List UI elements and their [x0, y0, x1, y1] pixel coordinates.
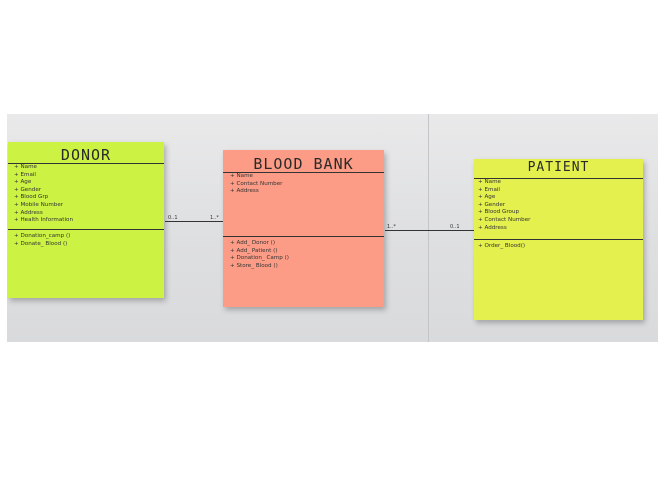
member-item: + Donation_camp () [14, 233, 71, 239]
class-patient-divider-1 [474, 178, 643, 179]
class-donor-divider-1 [8, 163, 164, 164]
member-item: + Address [478, 224, 507, 231]
association-donor-bank-to-multiplicity: 1..* [210, 215, 219, 221]
member-item: + Age [14, 179, 32, 186]
member-item: + Gender [14, 186, 42, 193]
member-item: + Name [478, 179, 501, 185]
association-bank-patient-to-multiplicity: 0..1 [450, 224, 460, 230]
class-patient-methods: + Order_ Blood() [478, 243, 525, 251]
member-item: + Mobile Number [14, 201, 64, 208]
class-blood-bank-attributes: + Name+ Contact Number+ Address [230, 173, 282, 196]
member-item: + Name [14, 164, 37, 170]
member-item: + Email [478, 186, 500, 193]
member-item: + Age [478, 194, 496, 201]
member-item: + Health Information [14, 217, 73, 224]
member-item: + Add_ Patient () [230, 247, 278, 254]
class-patient-attributes: + Name+ Email+ Age+ Gender+ Blood Group+… [478, 179, 530, 232]
member-item: + Blood Grp [14, 194, 49, 201]
member-item: + Name [230, 173, 253, 179]
member-item: + Donation_ Camp () [230, 255, 289, 262]
class-blood-bank-name: BLOOD BANK [253, 155, 354, 173]
association-donor-bank-line [165, 221, 223, 222]
class-patient-divider-2 [474, 239, 643, 240]
member-item: + Add_ Donor () [230, 240, 276, 246]
member-item: + Gender [478, 201, 506, 208]
class-donor: DONOR + Name+ Email+ Age+ Gender+ Blood … [8, 142, 164, 298]
association-donor-bank-from-multiplicity: 0..1 [168, 215, 178, 221]
association-bank-patient-line [385, 230, 474, 231]
member-item: + Order_ Blood() [478, 243, 526, 249]
member-item: + Contact Number [478, 216, 531, 223]
class-donor-methods: + Donation_camp ()+ Donate_ Blood () [14, 233, 70, 248]
class-donor-name: DONOR [60, 146, 112, 164]
member-item: + Blood Group [478, 209, 520, 216]
member-item: + Donate_ Blood () [14, 240, 68, 247]
class-patient: PATIENT + Name+ Email+ Age+ Gender+ Bloo… [474, 159, 643, 320]
wall-seam [428, 114, 429, 342]
class-donor-divider-2 [8, 229, 164, 230]
member-item: + Contact Number [230, 180, 283, 187]
class-patient-name: PATIENT [527, 160, 590, 175]
member-item: + Store_ Blood () [230, 262, 278, 269]
class-blood-bank-methods: + Add_ Donor ()+ Add_ Patient ()+ Donati… [230, 240, 289, 270]
class-blood-bank-divider-1 [223, 172, 384, 173]
class-blood-bank-divider-2 [223, 236, 384, 237]
association-bank-patient-from-multiplicity: 1..* [387, 224, 396, 230]
member-item: + Address [14, 209, 43, 216]
whiteboard-photo: DONOR + Name+ Email+ Age+ Gender+ Blood … [7, 114, 658, 342]
member-item: + Address [230, 188, 259, 195]
class-blood-bank: BLOOD BANK + Name+ Contact Number+ Addre… [223, 150, 384, 307]
class-donor-attributes: + Name+ Email+ Age+ Gender+ Blood Grp+ M… [14, 164, 73, 225]
member-item: + Email [14, 171, 36, 178]
